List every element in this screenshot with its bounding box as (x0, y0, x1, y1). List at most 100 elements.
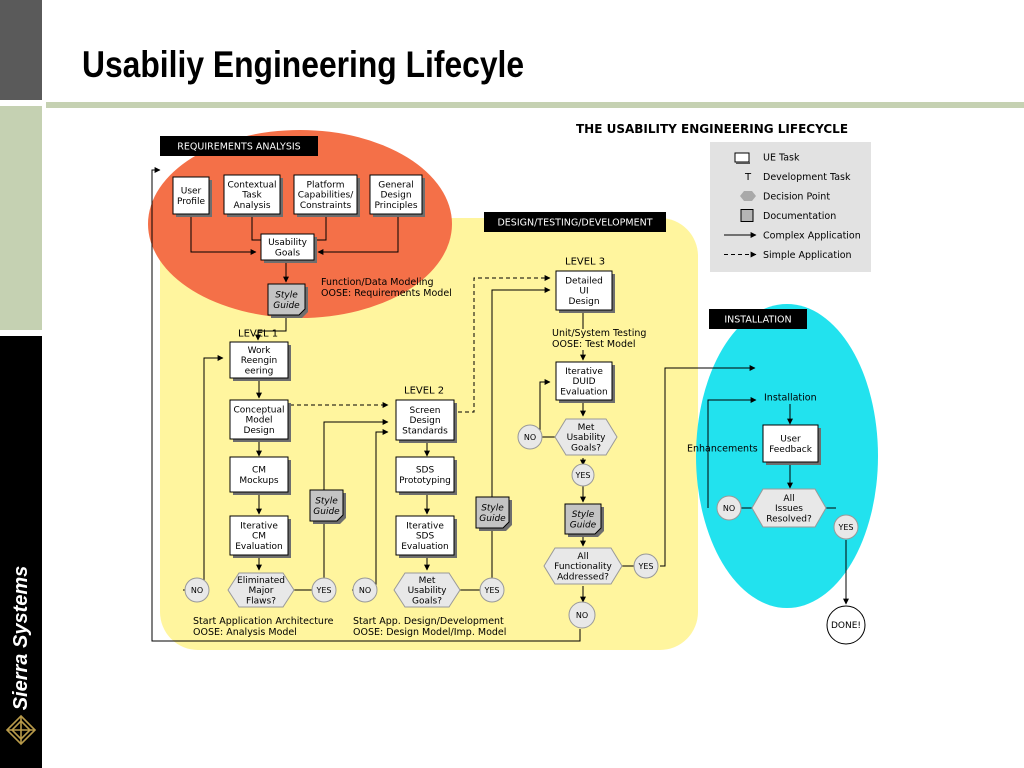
legend-label-simple-application: Simple Application (763, 250, 852, 261)
legend-label-ue-task: UE Task (763, 153, 800, 164)
legend-label-decision-point: Decision Point (763, 192, 830, 203)
level1-no-label: NO (191, 586, 203, 595)
level2-no (352, 577, 378, 603)
sidebar-black-block (0, 336, 42, 768)
style-guide-level3 (564, 503, 602, 535)
eliminated-flaws-decision (227, 572, 295, 608)
allfunc-yes-label: YES (637, 562, 653, 571)
iterative-sds-box (395, 515, 455, 556)
iterative-duid-box (555, 361, 613, 401)
sidebar: Sierra Systems (0, 0, 42, 768)
requirements-header-label: REQUIREMENTS ANALYSIS (177, 141, 300, 152)
conn-yes-screen-design (323, 419, 389, 578)
sidebar-green-block (0, 106, 42, 330)
met-goals-level3-decision (554, 418, 618, 456)
legend-label-dev-task: Development Task (763, 172, 851, 183)
conn-no-iterative-duid (539, 379, 551, 437)
screen-design-box (395, 399, 455, 441)
conn-no-installation (707, 397, 757, 508)
sierra-logo-icon (5, 714, 37, 746)
enhancements-label: Enhancements (687, 443, 758, 454)
allfunc-no-label: NO (576, 611, 588, 620)
conn-user-profile-goals (190, 214, 257, 255)
level1-no (184, 577, 210, 603)
slide-title: Usabiliy Engineering Lifecyle (82, 44, 525, 85)
done-label: DONE! (831, 621, 861, 631)
sds-prototyping-box (395, 456, 455, 493)
style-guide-requirements (267, 283, 306, 316)
conn-return-to-requirements (151, 167, 581, 642)
install-no-label: NO (723, 504, 735, 513)
style-guide-level1 (309, 489, 344, 522)
conn-no-work-reengineering (203, 355, 224, 590)
install-yes (833, 514, 859, 540)
user-feedback-box (762, 424, 819, 463)
allfunc-no (568, 601, 596, 629)
done-terminal (826, 605, 866, 645)
level2-label: LEVEL 2 (404, 386, 444, 397)
conceptual-model-box (229, 399, 289, 440)
title-rule (46, 102, 1024, 108)
all-functionality-decision (543, 547, 623, 585)
iterative-cm-box (229, 515, 289, 556)
legend-label-documentation: Documentation (763, 211, 836, 222)
installation-header (709, 309, 807, 329)
connectors (151, 167, 849, 642)
dev-task-icon: T (744, 172, 752, 183)
level3-no-label: NO (524, 433, 536, 442)
all-issues-decision (751, 488, 827, 528)
conn-screen-detailed-ui (458, 275, 551, 413)
diagram-shapes: THE USABILITY ENGINEERING LIFECYCLE REQUI… (160, 122, 866, 645)
sidebar-gray-block (0, 0, 42, 100)
documentation-icon (740, 209, 754, 222)
install-yes-label: YES (837, 523, 853, 532)
contextual-task-box (223, 174, 281, 215)
platform-capabilities-box (293, 174, 358, 215)
conn-yes-installation (660, 365, 756, 567)
legend-label-complex-application: Complex Application (763, 231, 861, 242)
conn-styleguide-level1 (255, 315, 287, 341)
installation-label: Installation (764, 392, 817, 403)
design-header (484, 212, 666, 232)
install-no (716, 495, 742, 521)
met-goals-level2-decision (393, 572, 461, 608)
level2-no-label: NO (359, 586, 371, 595)
work-reengineering-box (229, 341, 289, 379)
diagram-title: THE USABILITY ENGINEERING LIFECYCLE (576, 122, 848, 136)
style-guide-level2 (475, 496, 510, 529)
level3-yes (571, 463, 595, 487)
user-profile-box (172, 176, 210, 215)
usability-goals-box (260, 233, 315, 261)
level3-label: LEVEL 3 (565, 257, 605, 268)
conn-no-screen-design (375, 429, 389, 590)
ue-task-icon (734, 152, 750, 163)
level2-yes (479, 577, 505, 603)
detailed-ui-box (555, 270, 613, 311)
level1-yes-label: YES (315, 586, 331, 595)
